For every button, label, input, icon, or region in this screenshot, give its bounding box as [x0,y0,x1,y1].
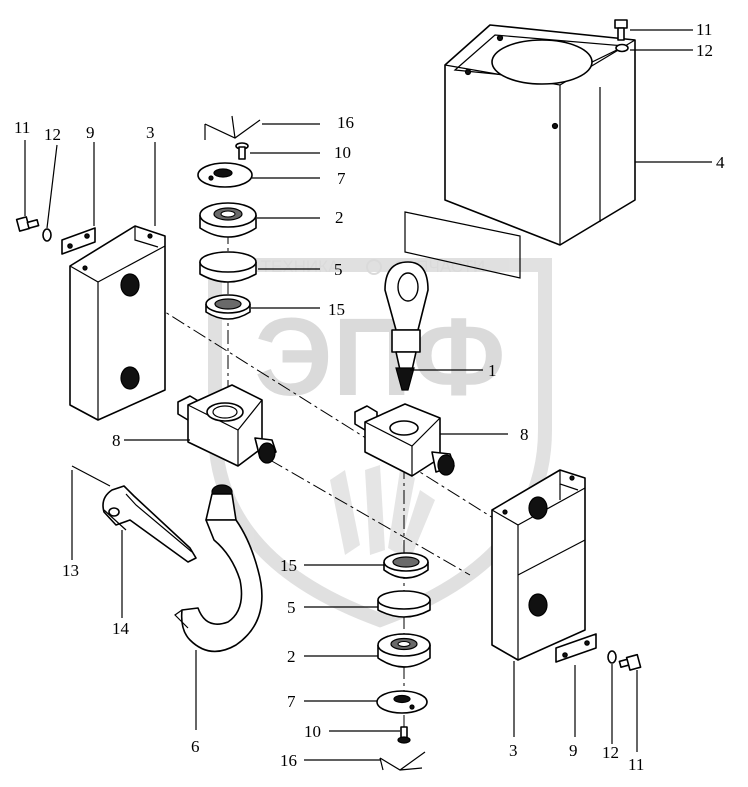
part-6-hook [174,484,263,653]
part-4-housing [404,24,636,279]
watermark-logo: ЭПФ [254,296,505,419]
callout-12-right: 12 [602,743,619,762]
callout-15-top: 15 [328,300,345,319]
part-2-bearing-bottom [377,633,431,668]
callout-2-top: 2 [335,208,344,227]
part-11-bolt-right [618,653,642,671]
callout-2-bottom: 2 [287,647,296,666]
callout-9-left: 9 [86,123,95,142]
part-1-eyebolt [384,261,429,391]
part-15-seal-bottom [383,552,429,579]
part-3-bracket-left [69,225,166,421]
callout-11-top: 11 [696,20,712,39]
part-12-washer-left [42,228,52,242]
part-12-washer-top [615,43,629,53]
callout-3-left: 3 [146,123,155,142]
part-7-plate-bottom [376,690,428,714]
part-11-bolt-left [15,216,40,232]
part-5-ring-top [199,251,257,283]
watermark-gear-icon [366,259,382,275]
part-11-bolt-top [614,19,628,41]
part-16-pin-top [204,115,261,140]
callout-14: 14 [112,619,130,638]
callout-7-bottom: 7 [287,692,296,711]
callout-3-right: 3 [509,741,518,760]
part-10-bolt-top [235,142,249,160]
part-15-seal-top [205,294,251,320]
part-10-bolt-bottom [397,726,411,744]
callout-5-top: 5 [334,260,343,279]
callout-16-top: 16 [337,113,354,132]
callout-8-left: 8 [112,431,121,450]
part-5-ring-bottom [377,590,431,618]
part-13-spring [71,465,111,487]
callout-8-right: 8 [520,425,529,444]
callout-6: 6 [191,737,200,756]
callout-12-left: 12 [44,125,61,144]
watermark-wheat-icon [330,465,435,560]
callout-10-top: 10 [334,143,351,162]
part-2-bearing-top [199,202,257,238]
part-12-washer-right [607,650,617,664]
callout-10-bottom: 10 [304,722,321,741]
callout-4: 4 [716,153,725,172]
callout-16-bottom: 16 [280,751,297,770]
part-9-plate-left [61,227,96,255]
part-7-plate-top [197,162,253,188]
callout-5-bottom: 5 [287,598,296,617]
axis-line-lower [269,459,471,576]
callout-labels: 11 12 4 16 10 7 2 5 15 1 8 8 3 9 12 11 1… [14,20,725,774]
callout-13: 13 [62,561,79,580]
part-16-pin-bottom [379,751,426,771]
callout-9-right: 9 [569,741,578,760]
part-8-trunnion-left [177,384,277,467]
axis-line-main [129,289,561,561]
part-3-bracket-right [491,469,586,661]
callout-11-left: 11 [14,118,30,137]
callout-12-top: 12 [696,41,713,60]
callout-7-top: 7 [337,169,346,188]
callout-15-bottom: 15 [280,556,297,575]
part-14-latch [102,485,197,563]
callout-11-right: 11 [628,755,644,774]
part-9-plate-right [555,633,597,663]
watermark-brand: ТЕХНИКА [261,257,340,276]
part-8-trunnion-right [354,403,455,477]
callout-1: 1 [488,361,497,380]
leader-lines [24,29,712,761]
